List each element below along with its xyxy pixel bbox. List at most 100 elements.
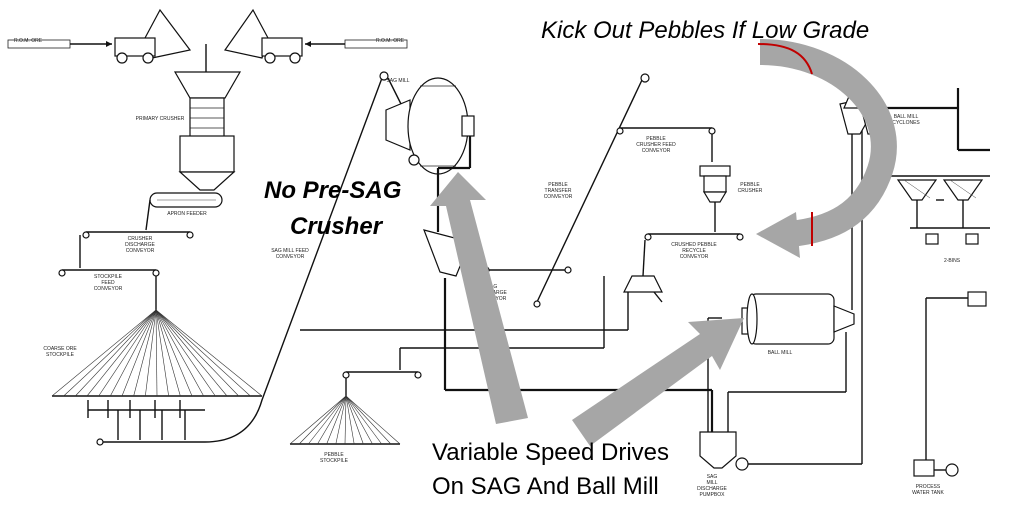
pebble-stockpile: PEBBLE STOCKPILE <box>289 371 422 464</box>
stockpile-ray <box>155 309 181 397</box>
stockpile-ray <box>155 309 228 397</box>
svg-text:BALL MILL: BALL MILL <box>894 114 919 120</box>
svg-text:CONVEYOR: CONVEYOR <box>126 248 155 254</box>
crusher-discharge-conveyor: CRUSHER DISCHARGE CONVEYOR <box>79 199 194 268</box>
svg-text:PEBBLE: PEBBLE <box>646 136 666 142</box>
stockpile-ray <box>345 395 373 445</box>
stockpile-ray <box>289 395 347 445</box>
stockpile-ray <box>155 309 216 397</box>
kick-out-arrow <box>756 39 897 258</box>
stockpile-ray <box>86 309 157 397</box>
svg-text:WATER TANK: WATER TANK <box>912 490 944 496</box>
svg-text:R.O.M. ORE: R.O.M. ORE <box>14 38 43 44</box>
svg-text:2-BINS: 2-BINS <box>944 258 961 264</box>
variable-speed-caption-line2: On SAG And Ball Mill <box>432 473 659 500</box>
stockpile-ray <box>75 309 157 397</box>
svg-text:PRIMARY CRUSHER: PRIMARY CRUSHER <box>136 116 185 122</box>
svg-text:CONVEYOR: CONVEYOR <box>94 286 123 292</box>
svg-text:MILL: MILL <box>706 480 717 486</box>
svg-text:CONVEYOR: CONVEYOR <box>642 148 671 154</box>
svg-text:STOCKPILE: STOCKPILE <box>46 352 75 358</box>
stockpile-ray <box>317 395 347 445</box>
stockpile-ray <box>308 395 347 445</box>
svg-text:COARSE ORE: COARSE ORE <box>43 346 77 352</box>
stockpile-ray <box>145 309 157 397</box>
stockpile-ray <box>121 309 157 397</box>
stockpile-ray <box>326 395 347 445</box>
stockpile-ray <box>345 395 355 445</box>
crushed-pebble-recycle-conveyor: CRUSHED PEBBLE RECYCLE CONVEYOR <box>642 233 744 277</box>
pebble-crusher-feed-conveyor: PEBBLE CRUSHER FEED CONVEYOR <box>616 127 716 162</box>
stockpile-ray <box>345 395 401 445</box>
svg-text:R.O.M. ORE: R.O.M. ORE <box>376 38 405 44</box>
stockpile-ray <box>133 309 157 397</box>
no-pre-sag-caption-line1: No Pre-SAG <box>264 177 401 204</box>
haul-truck-right <box>223 8 303 64</box>
kick-out-caption: Kick Out Pebbles If Low Grade <box>541 17 869 44</box>
svg-text:DISCHARGE: DISCHARGE <box>125 242 155 248</box>
stockpile-ray <box>344 395 347 445</box>
stockpile-ray <box>98 309 157 397</box>
stockpile-ray <box>155 309 263 397</box>
svg-text:CRUSHER FEED: CRUSHER FEED <box>636 142 676 148</box>
svg-text:SAG MILL: SAG MILL <box>386 78 409 84</box>
pebble-transfer-conveyor: PEBBLE TRANSFER CONVEYOR <box>533 73 650 308</box>
apron-feeder: APRON FEEDER <box>149 192 223 217</box>
svg-text:BALL MILL: BALL MILL <box>768 350 793 356</box>
svg-text:TRANSFER: TRANSFER <box>545 188 572 194</box>
no-pre-sag-caption-line2: Crusher <box>290 213 384 240</box>
stockpile-feed-conveyor: STOCKPILE FEED CONVEYOR <box>58 269 160 310</box>
primary-crusher: PRIMARY CRUSHER <box>136 71 242 191</box>
process-water-tank: PROCESS WATER TANK <box>912 291 987 496</box>
svg-text:APRON FEEDER: APRON FEEDER <box>167 211 207 217</box>
stockpile-ray <box>345 395 382 445</box>
svg-text:PEBBLE: PEBBLE <box>740 182 760 188</box>
stockpile-ray <box>110 309 157 397</box>
haul-truck-left <box>114 8 192 64</box>
ball-mill: BALL MILL <box>741 293 855 392</box>
reclaim-feeders <box>87 400 205 446</box>
stockpile-ray <box>155 309 158 397</box>
svg-text:DISCHARGE: DISCHARGE <box>697 486 727 492</box>
svg-text:RECYCLE: RECYCLE <box>682 248 706 254</box>
rom-ore-left: R.O.M. ORE <box>7 38 112 49</box>
sag-pumpbox: SAG MILL DISCHARGE PUMPBOX <box>697 120 863 498</box>
no-pre-sag-arrow <box>430 172 528 424</box>
stockpile-ray <box>345 395 392 445</box>
stockpile-ray <box>155 309 169 397</box>
variable-speed-arrow <box>572 318 744 446</box>
two-bins: 2-BINS <box>880 175 990 264</box>
svg-text:CONVEYOR: CONVEYOR <box>276 254 305 260</box>
stockpile-ray <box>335 395 347 445</box>
svg-text:PROCESS: PROCESS <box>916 484 941 490</box>
svg-text:CRUSHED PEBBLE: CRUSHED PEBBLE <box>671 242 717 248</box>
svg-text:STOCKPILE: STOCKPILE <box>320 458 349 464</box>
svg-text:CRUSHER: CRUSHER <box>128 236 153 242</box>
svg-text:STOCKPILE: STOCKPILE <box>94 274 123 280</box>
stockpile-ray <box>155 309 193 397</box>
stockpile-ray <box>155 309 204 397</box>
stockpile-ray <box>155 309 239 397</box>
pebble-crusher: PEBBLE CRUSHER <box>699 165 763 232</box>
svg-text:CONVEYOR: CONVEYOR <box>544 194 573 200</box>
sag-mill-feed-conveyor: SAG MILL FEED CONVEYOR <box>204 71 405 443</box>
variable-speed-caption-line1: Variable Speed Drives <box>432 439 669 466</box>
svg-text:PEBBLE: PEBBLE <box>324 452 344 458</box>
rom-ore-right: R.O.M. ORE <box>305 38 408 49</box>
sag-mill: SAG MILL <box>385 77 475 175</box>
stockpile-ray <box>345 395 364 445</box>
stockpile-ray <box>298 395 347 445</box>
svg-text:PEBBLE: PEBBLE <box>548 182 568 188</box>
svg-text:PUMPBOX: PUMPBOX <box>699 492 725 498</box>
stockpile-ray <box>155 309 251 397</box>
stockpile-ray <box>63 309 157 397</box>
svg-text:SAG MILL FEED: SAG MILL FEED <box>271 248 309 254</box>
svg-text:FEED: FEED <box>101 280 115 286</box>
svg-text:CRUSHER: CRUSHER <box>738 188 763 194</box>
svg-text:CONVEYOR: CONVEYOR <box>680 254 709 260</box>
svg-text:CYCLONES: CYCLONES <box>892 120 920 126</box>
svg-text:SAG: SAG <box>707 474 718 480</box>
coarse-ore-stockpile: COARSE ORE STOCKPILE <box>43 309 263 397</box>
